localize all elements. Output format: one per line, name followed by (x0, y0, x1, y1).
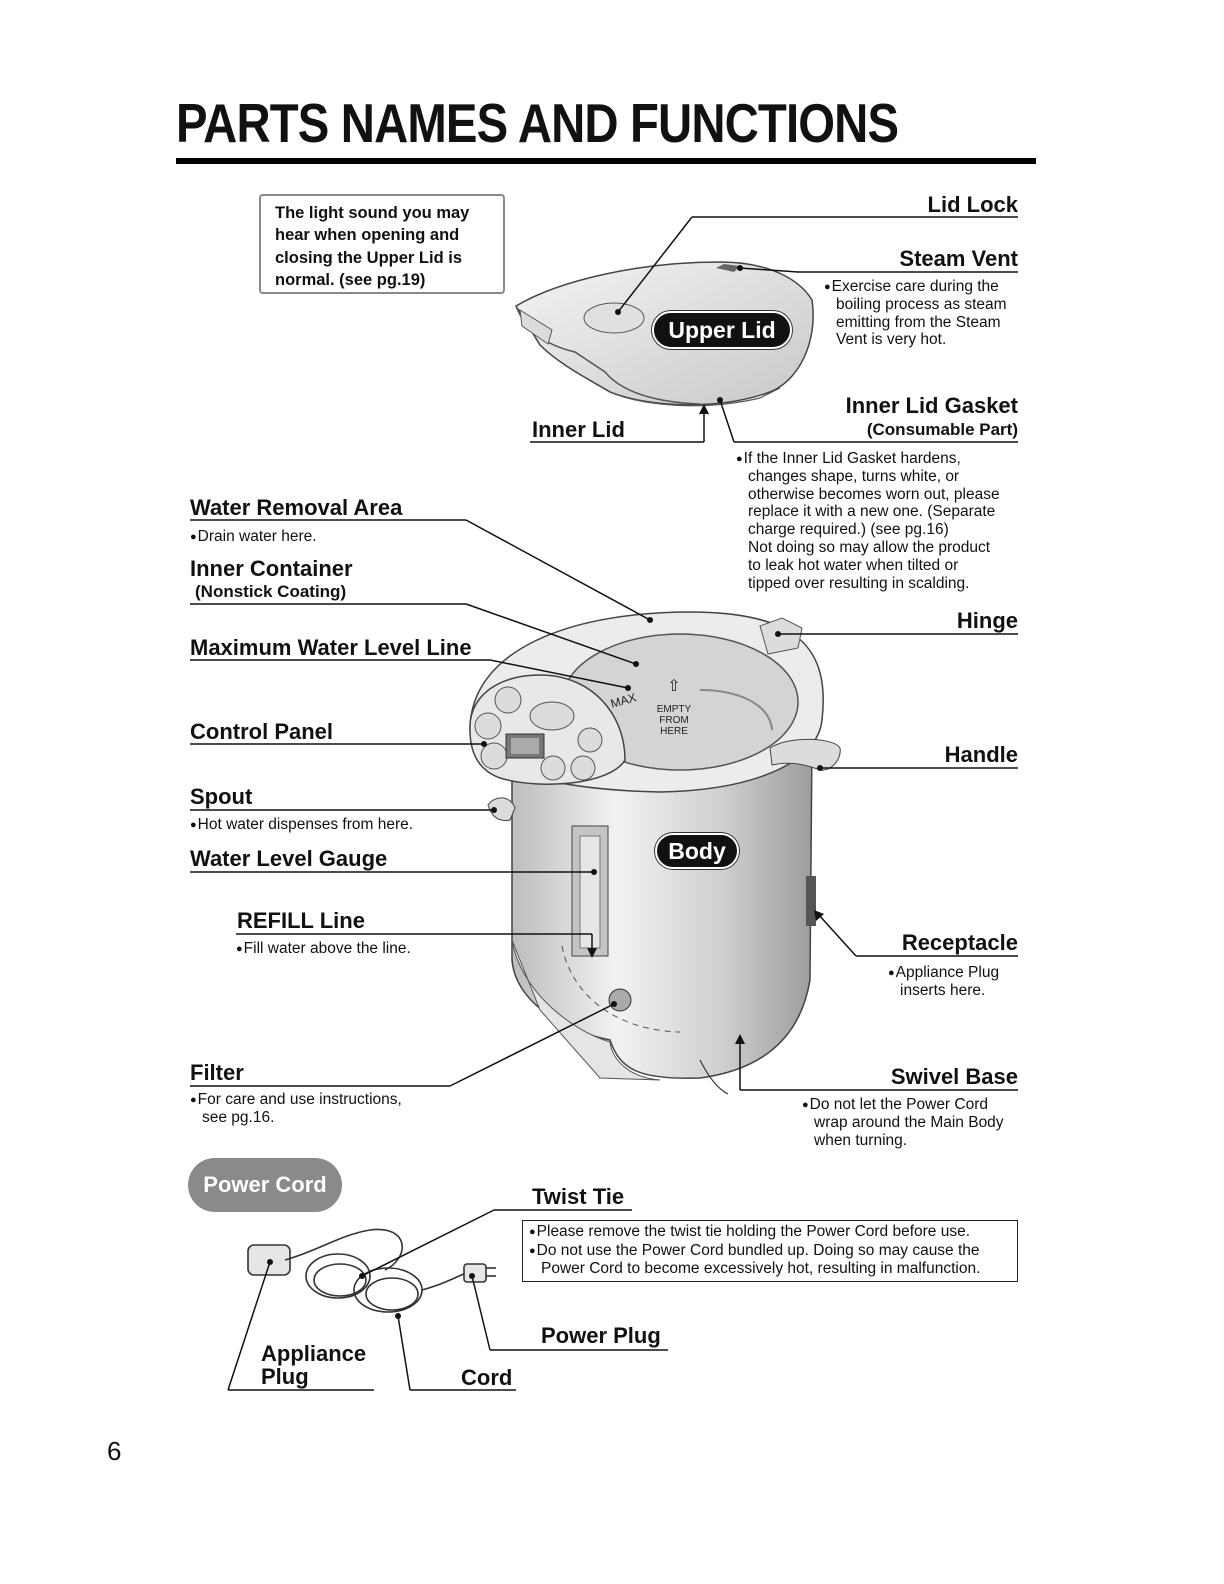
label-filter: Filter (190, 1060, 244, 1085)
upper-lid-callout: Upper Lid (652, 311, 792, 349)
power-cord-callout: Power Cord (188, 1158, 342, 1212)
power-cord-drawing (247, 1228, 496, 1313)
spout-note: Hot water dispenses from here. (190, 816, 413, 834)
label-power-plug: Power Plug (541, 1323, 661, 1348)
label-appliance-plug-2: Plug (261, 1364, 309, 1389)
label-inner-container: Inner Container (190, 556, 353, 581)
arrowheads (587, 404, 824, 1044)
up-arrow-icon: ⇧ (667, 678, 680, 695)
label-max-water-level-line: Maximum Water Level Line (190, 635, 472, 660)
receptacle-note: Appliance Plug inserts here. (888, 964, 999, 1000)
leader-lines (190, 216, 1018, 1391)
label-refill-line: REFILL Line (237, 908, 365, 933)
label-cord: Cord (461, 1365, 513, 1390)
label-lid-lock: Lid Lock (927, 192, 1018, 217)
gasket-note: If the Inner Lid Gasket hardens, changes… (736, 450, 1000, 593)
label-water-level-gauge: Water Level Gauge (190, 846, 388, 871)
label-inner-lid-gasket: Inner Lid Gasket (845, 393, 1018, 418)
label-control-panel: Control Panel (190, 719, 334, 744)
label-spout: Spout (190, 784, 253, 809)
label-consumable-part: (Consumable Part) (866, 420, 1018, 439)
empty-mark-1: EMPTY (657, 704, 692, 715)
empty-mark-3: HERE (660, 726, 688, 737)
empty-mark-2: FROM (659, 715, 688, 726)
refill-note: Fill water above the line. (236, 940, 411, 958)
label-inner-lid: Inner Lid (532, 417, 625, 442)
swivel-note: Do not let the Power Cord wrap around th… (802, 1096, 1004, 1149)
max-mark: MAX (609, 690, 638, 711)
twist-tie-note: Please remove the twist tie holding the … (522, 1220, 1018, 1282)
label-twist-tie: Twist Tie (532, 1184, 625, 1209)
label-appliance-plug-1: Appliance (261, 1341, 367, 1366)
label-receptacle: Receptacle (901, 930, 1018, 955)
water-removal-note: Drain water here. (190, 528, 317, 546)
label-handle: Handle (944, 742, 1018, 767)
leader-dots (267, 265, 823, 1319)
steam-vent-note: Exercise care during the boiling process… (824, 278, 1007, 349)
label-water-removal-area: Water Removal Area (190, 495, 403, 520)
label-swivel-base: Swivel Base (890, 1064, 1018, 1089)
body-callout: Body (655, 833, 739, 869)
page-title: PARTS NAMES AND FUNCTIONS (176, 92, 899, 154)
filter-note: For care and use instructions, see pg.16… (190, 1091, 402, 1127)
label-steam-vent: Steam Vent (899, 246, 1018, 271)
label-hinge: Hinge (956, 608, 1018, 633)
main-body-drawing (469, 611, 841, 1095)
label-nonstick-coating: (Nonstick Coating) (195, 582, 347, 601)
page-number: 6 (107, 1436, 122, 1466)
lid-sound-note: The light sound you may hear when openin… (259, 194, 505, 294)
title-rule (176, 158, 1036, 164)
